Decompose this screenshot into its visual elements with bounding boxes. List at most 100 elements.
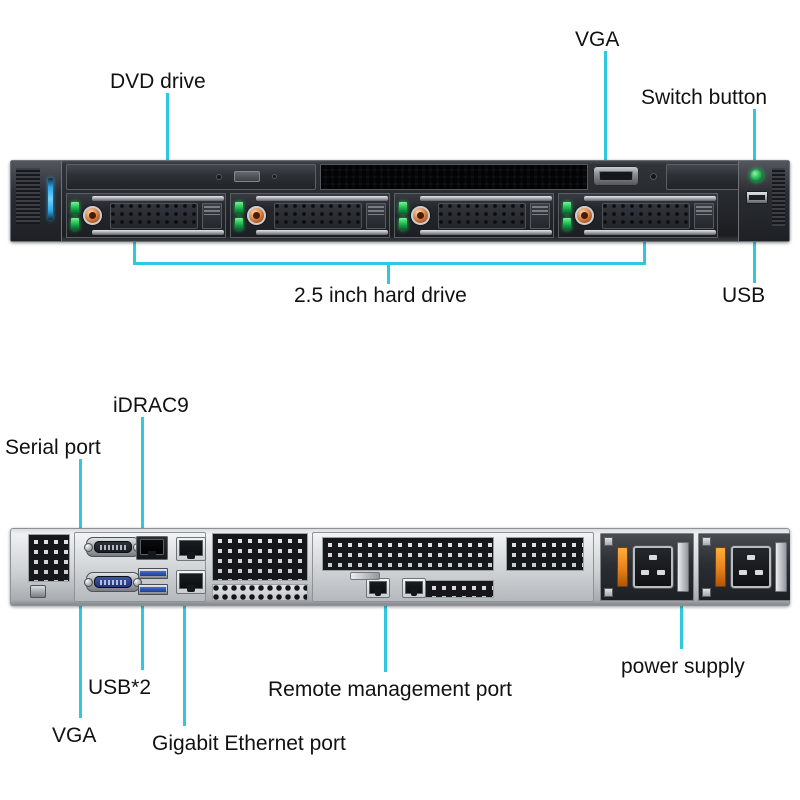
leader-usb2 (141, 590, 144, 670)
label-remote-management: Remote management port (268, 678, 512, 701)
bay1-label-tag (202, 203, 222, 229)
front-id-led (650, 173, 657, 180)
serial-port-pins (99, 545, 127, 551)
psu2-pin-top (747, 555, 755, 560)
bay3-status-led (399, 218, 407, 230)
psu2-screw-top (702, 537, 711, 546)
front-left-bezel-ear (10, 160, 62, 242)
psu1-iec-c14-inlet[interactable] (633, 546, 673, 588)
leader-rear-vga (79, 593, 82, 718)
bay2-faceplate (274, 203, 362, 229)
idrac9-tab (148, 551, 156, 558)
front-usb-slot (749, 195, 765, 200)
rear-vga-port[interactable] (84, 572, 142, 592)
leader-front-usb (753, 215, 756, 283)
leader-power-supply (680, 579, 683, 649)
bay2-tag-text (368, 206, 384, 215)
bay4-bottom-rail (583, 230, 717, 235)
leader-hdd-left (133, 233, 136, 265)
leader-idrac9 (141, 417, 144, 542)
bay4-label-tag (694, 203, 714, 229)
psu1-pin-right (657, 570, 665, 575)
hard-drive-bay-2[interactable] (230, 193, 390, 238)
bay2-status-led (235, 218, 243, 230)
bay1-latch-hole (89, 212, 96, 219)
bay1-status-led (71, 218, 79, 230)
riser-vent-right (506, 537, 584, 571)
bay4-latch-hole (581, 212, 588, 219)
idrac9-core (139, 539, 165, 555)
gbe-2-tab (187, 585, 195, 592)
psu1-handle[interactable] (677, 542, 689, 592)
power-supply-2[interactable] (698, 533, 790, 601)
front-usb-port[interactable] (746, 191, 768, 204)
bay4-status-led (563, 218, 571, 230)
gigabit-ethernet-port-1[interactable] (176, 537, 206, 561)
leader-remote-management (384, 593, 387, 672)
riser-handle[interactable] (350, 572, 380, 580)
bay1-tag-text (204, 206, 220, 215)
rear-usb-port-2[interactable] (138, 584, 168, 595)
rear-left-screw-block (30, 585, 46, 598)
power-switch-button[interactable] (750, 169, 763, 182)
bay2-top-rail (255, 196, 389, 201)
gigabit-ethernet-port-2[interactable] (176, 570, 206, 594)
bay2-release-latch[interactable] (247, 206, 266, 225)
front-air-vent (320, 164, 588, 190)
bay2-activity-led (235, 202, 243, 214)
hard-drive-bay-1[interactable] (66, 193, 226, 238)
front-vga-port[interactable] (593, 166, 639, 186)
bay4-tag-text (696, 206, 712, 215)
psu1-screw-bottom (604, 588, 613, 597)
label-serial-port: Serial port (5, 436, 101, 459)
label-front-usb: USB (722, 284, 766, 307)
remote-management-port-2[interactable] (402, 578, 426, 598)
bay3-tag-text (532, 206, 548, 215)
psu2-pin-left (739, 570, 747, 575)
bay2-latch-hole (253, 212, 260, 219)
label-usb2: USB*2 (88, 676, 152, 699)
idrac9-port[interactable] (136, 536, 168, 560)
hard-drive-bay-4[interactable] (558, 193, 718, 238)
label-rear-vga: VGA (52, 724, 97, 747)
remote-management-port-1[interactable] (366, 578, 390, 598)
vga-screw-left (84, 577, 93, 587)
dvd-eject-button[interactable] (234, 171, 260, 182)
hard-drive-bay-3[interactable] (394, 193, 554, 238)
bay1-bottom-rail (91, 230, 225, 235)
dvd-led (216, 174, 222, 180)
psu2-iec-c14-inlet[interactable] (731, 546, 771, 588)
bay1-release-latch[interactable] (83, 206, 102, 225)
rear-mid-vent-left (212, 533, 308, 581)
psu2-handle[interactable] (775, 542, 787, 592)
rear-usb-port-1[interactable] (138, 568, 168, 579)
bay3-latch-hole (417, 212, 424, 219)
leader-hdd-right (643, 233, 646, 265)
leader-gigabit-ethernet (183, 578, 186, 726)
psu1-pin-top (649, 555, 657, 560)
serial-port-core (93, 541, 133, 553)
gbe-1-tab (187, 552, 195, 559)
leader-switch-button (753, 109, 756, 177)
dvd-drive-bay[interactable] (66, 164, 316, 190)
psu1-pin-left (641, 570, 649, 575)
remote-2-core (404, 580, 424, 594)
psu1-screw-top (604, 537, 613, 546)
bay3-label-tag (530, 203, 550, 229)
label-front-vga: VGA (575, 28, 620, 51)
bay1-top-rail (91, 196, 225, 201)
bay3-release-latch[interactable] (411, 206, 430, 225)
psu2-release-latch[interactable] (715, 547, 726, 587)
system-status-indicator (48, 178, 53, 220)
power-supply-1[interactable] (600, 533, 694, 601)
psu1-release-latch[interactable] (617, 547, 628, 587)
serial-screw-left (84, 542, 93, 552)
bay4-release-latch[interactable] (575, 206, 594, 225)
rear-panel-chassis (10, 528, 790, 606)
serial-port-db9[interactable] (84, 537, 142, 557)
rear-usb-2-core (140, 586, 166, 593)
front-vga-core (599, 170, 633, 182)
bay2-bottom-rail (255, 230, 389, 235)
leader-dvd-drive (166, 93, 169, 175)
